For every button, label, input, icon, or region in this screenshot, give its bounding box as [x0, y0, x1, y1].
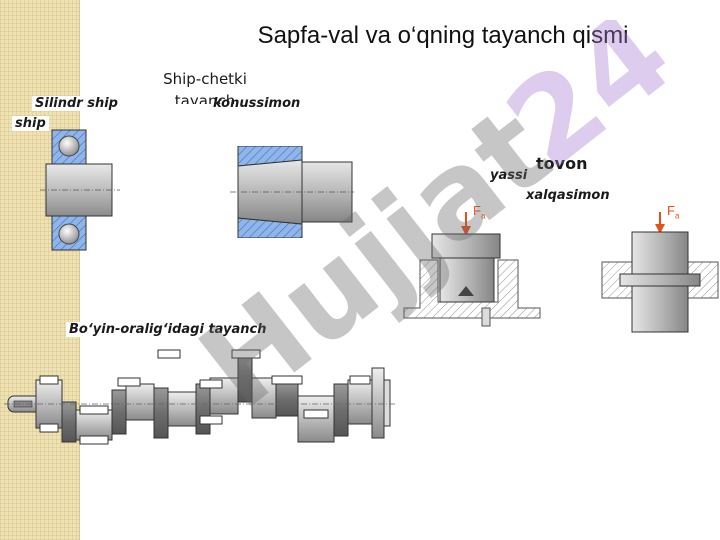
flat-thrust-bearing-diagram: [403, 212, 541, 327]
label-konussimon: konussimon: [213, 96, 301, 111]
force-label-right: Fa: [667, 203, 680, 221]
force-label-left: Fa: [473, 203, 486, 221]
label-ship: ship: [12, 116, 49, 131]
label-boyin-oraligidagi-tayanch: Bo‘yin-oralig‘idagi tayanch: [66, 322, 270, 337]
crankshaft-support-diagram: [4, 349, 396, 445]
slide-title: Sapfa-val va o‘qning tayanch qismi: [257, 22, 629, 49]
slide-subtitle: Ship-chetki tayanch: [163, 70, 247, 104]
cylindrical-journal-bearing-diagram: [40, 129, 120, 251]
label-yassi: yassi: [490, 168, 528, 183]
label-tovon: tovon: [536, 154, 588, 173]
side-decorative-strip: [0, 0, 80, 540]
conical-journal-bearing-diagram: [230, 146, 354, 238]
label-xalqasimon: xalqasimon: [526, 188, 610, 203]
label-silindr-ship: Silindr ship: [32, 96, 121, 111]
ring-thrust-bearing-diagram: [601, 212, 719, 333]
